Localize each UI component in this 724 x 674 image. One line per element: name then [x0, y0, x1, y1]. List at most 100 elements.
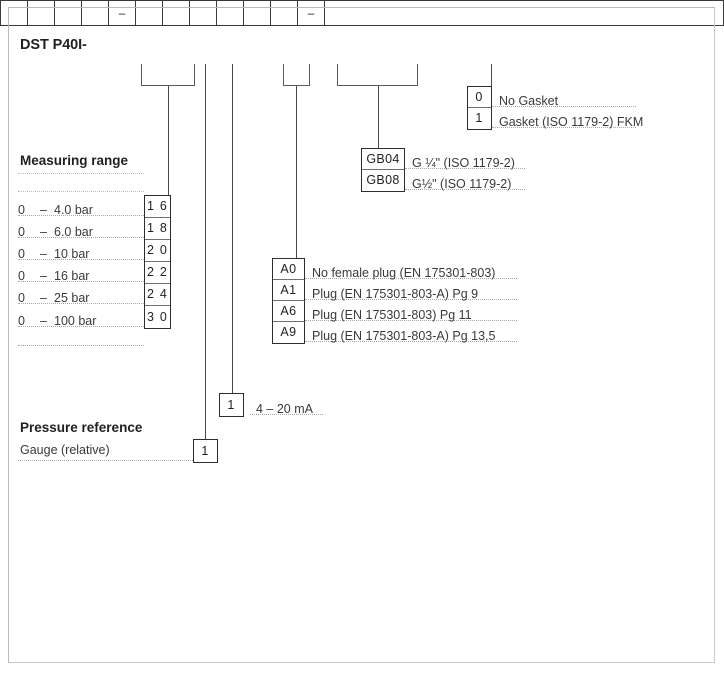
electrical-connection-desc-0: No female plug (EN 175301-803)	[312, 266, 496, 280]
range-to-1: 6.0 bar	[54, 225, 93, 239]
code-cell-3[interactable]	[55, 1, 82, 25]
connector-measuring-range	[168, 86, 169, 197]
process-connection-code-gb04[interactable]: GB04	[366, 151, 400, 166]
pressure-reference-code-table: 1	[193, 439, 218, 463]
connector-electrical-connection	[296, 86, 297, 258]
electrical-connection-code-a1[interactable]: A1	[280, 282, 297, 297]
gasket-desc-1-row: Gasket (ISO 1179-2) FKM	[492, 107, 643, 129]
process-connection-desc-0-row: G ¼" (ISO 1179-2)	[405, 148, 525, 170]
table-row: 0	[468, 87, 491, 108]
range-from-3: 0	[18, 269, 25, 283]
output-signal-desc-0-row: 4 – 20 mA	[250, 393, 323, 416]
range-from-4: 0	[18, 291, 25, 305]
measuring-range-code-5[interactable]: 3 0	[147, 309, 168, 324]
table-row: A9	[273, 322, 304, 343]
table-row: 2 2	[145, 262, 170, 284]
range-to-2: 10 bar	[54, 247, 90, 261]
measuring-range-label-0-row: 0–4.0 bar	[18, 194, 144, 217]
table-row: GB04	[362, 149, 404, 170]
table-row: 1	[194, 440, 217, 462]
code-cell-6[interactable]	[136, 1, 163, 25]
range-to-3: 16 bar	[54, 269, 90, 283]
measuring-range-title: Measuring range	[20, 153, 129, 168]
gasket-code-1[interactable]: 1	[475, 111, 484, 125]
code-cell-9[interactable]	[217, 1, 244, 25]
electrical-connection-desc-2-row: Plug (EN 175301-803) Pg 11	[305, 300, 517, 322]
connector-process-connection	[378, 86, 379, 148]
order-code-strip: – –	[0, 0, 724, 26]
measuring-range-top-rule	[18, 191, 144, 192]
connector-gasket	[491, 64, 492, 86]
code-cell-8[interactable]	[190, 1, 217, 25]
range-from-2: 0	[18, 247, 25, 261]
table-row: A1	[273, 280, 304, 301]
electrical-connection-code-a0[interactable]: A0	[280, 261, 297, 276]
bracket-process-connection	[337, 64, 418, 86]
table-row: 2 0	[145, 240, 170, 262]
measuring-range-code-3[interactable]: 2 2	[147, 265, 168, 279]
process-connection-description-list: G ¼" (ISO 1179-2) G½" (ISO 1179-2)	[405, 148, 525, 191]
code-cell-2[interactable]	[28, 1, 55, 25]
process-connection-code-gb08[interactable]: GB08	[366, 173, 400, 187]
table-row: 1 6	[145, 196, 170, 218]
measuring-range-code-4[interactable]: 2 4	[147, 287, 168, 301]
code-cell-11[interactable]	[271, 1, 298, 25]
pressure-reference-code-1[interactable]: 1	[201, 443, 210, 458]
measuring-range-code-0[interactable]: 1 6	[147, 199, 168, 213]
range-dash-4: –	[40, 291, 47, 305]
process-connection-desc-0: G ¼" (ISO 1179-2)	[412, 156, 515, 170]
bracket-electrical-connection	[283, 64, 310, 86]
range-dash-0: –	[40, 203, 47, 217]
electrical-connection-desc-0-row: No female plug (EN 175301-803)	[305, 258, 517, 280]
measuring-range-label-2-row: 0 –10 bar	[18, 238, 144, 261]
process-connection-desc-1: G½" (ISO 1179-2)	[412, 177, 512, 191]
electrical-connection-desc-3: Plug (EN 175301-803-A) Pg 13,5	[312, 329, 496, 343]
code-cell-4[interactable]	[82, 1, 109, 25]
electrical-connection-description-list: No female plug (EN 175301-803) Plug (EN …	[305, 258, 517, 343]
output-signal-code-1[interactable]: 1	[227, 397, 236, 412]
measuring-range-footer-rule	[18, 345, 144, 346]
range-dash-5: –	[40, 314, 47, 328]
gasket-code-table: 0 1	[467, 86, 492, 130]
code-cell-7[interactable]	[163, 1, 190, 25]
connector-pressure-reference	[205, 64, 206, 439]
measuring-range-label-4-row: 0 –25 bar	[18, 282, 144, 305]
electrical-connection-desc-1-row: Plug (EN 175301-803-A) Pg 9	[305, 279, 517, 301]
pressure-reference-rule	[18, 460, 195, 461]
measuring-range-title-rule	[18, 173, 144, 174]
electrical-connection-code-a6[interactable]: A6	[280, 303, 297, 318]
code-cell-1[interactable]	[1, 1, 28, 25]
pressure-reference-desc-0: Gauge (relative)	[20, 443, 110, 457]
measuring-range-label-0: 0–4.0 bar	[18, 203, 93, 217]
range-to-5: 100 bar	[54, 314, 97, 328]
gasket-code-0[interactable]: 0	[475, 89, 484, 104]
range-to-0: 4.0 bar	[54, 203, 93, 217]
range-from-1: 0	[18, 225, 25, 239]
measuring-range-label-5: 0–100 bar	[18, 314, 96, 328]
pressure-reference-title: Pressure reference	[20, 420, 143, 435]
measuring-range-bottom-rule	[18, 326, 144, 327]
gasket-desc-0-row: No Gasket	[492, 86, 636, 108]
measuring-range-label-3: 0 –16 bar	[18, 269, 89, 283]
electrical-connection-desc-1: Plug (EN 175301-803-A) Pg 9	[312, 287, 479, 301]
gasket-desc-0: No Gasket	[499, 94, 559, 108]
range-to-4: 25 bar	[54, 291, 90, 305]
gasket-description-list: No Gasket Gasket (ISO 1179-2) FKM	[492, 86, 643, 129]
range-dash-3: –	[40, 269, 47, 283]
measuring-range-label-3-row: 0 –16 bar	[18, 260, 144, 283]
measuring-range-label-4: 0 –25 bar	[18, 291, 89, 305]
measuring-range-code-2[interactable]: 2 0	[147, 243, 168, 257]
code-cell-10[interactable]	[244, 1, 271, 25]
measuring-range-label-1-row: 0–6.0 bar	[18, 216, 144, 239]
measuring-range-label-1: 0–6.0 bar	[18, 225, 93, 239]
table-row: 1 8	[145, 218, 170, 240]
table-row: 1	[468, 108, 491, 129]
model-label: DST P40I-	[20, 37, 87, 53]
code-cell-13[interactable]	[325, 1, 352, 25]
measuring-range-code-table: 1 6 1 8 2 0 2 2 2 4 3 0	[144, 195, 171, 329]
process-connection-desc-1-row: G½" (ISO 1179-2)	[405, 169, 525, 191]
range-dash-2: –	[40, 247, 47, 261]
measuring-range-code-1[interactable]: 1 8	[147, 221, 168, 235]
electrical-connection-code-a9[interactable]: A9	[280, 325, 297, 339]
